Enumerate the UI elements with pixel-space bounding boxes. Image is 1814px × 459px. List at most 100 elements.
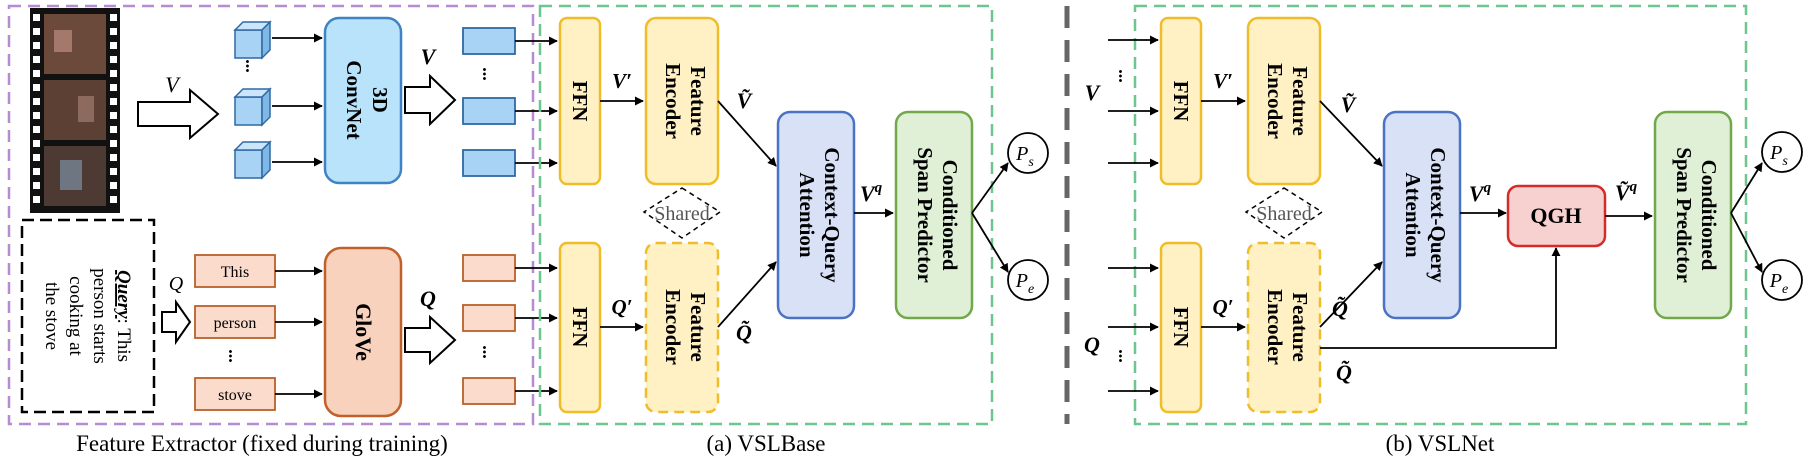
- vslbase-encoder-query-line1: Feature: [686, 292, 710, 362]
- vslnet-vq-tilde-base: Ṽ: [1615, 180, 1632, 205]
- vslnet-ps-sub: s: [1782, 154, 1788, 169]
- vslbase-encoder-query-line2: Encoder: [661, 289, 685, 365]
- vslnet-cqa-block: [1382, 110, 1462, 320]
- vslbase-ffn-video-label: FFN: [568, 81, 592, 122]
- query-line-3: the stove: [41, 282, 62, 350]
- v-input-label: V: [165, 72, 181, 97]
- vslnet-pe: Pe: [1769, 270, 1788, 297]
- vslbase-encoder-video-line1: Feature: [686, 66, 710, 136]
- video-feature-3: [462, 149, 516, 177]
- feature-extractor-caption: Feature Extractor (fixed during training…: [76, 431, 448, 456]
- vslbase-cqa-block: [776, 110, 856, 320]
- vslbase-ps-sub: s: [1028, 155, 1034, 170]
- vslnet-ffn-video-label: FFN: [1169, 81, 1193, 122]
- video-feature-1: [462, 27, 516, 55]
- vslnet-vq-sup: q: [1484, 180, 1492, 196]
- vslnet-q-input: Q: [1084, 332, 1100, 357]
- word-box-person: [194, 305, 276, 339]
- word-person: person: [214, 315, 257, 332]
- vslbase-ps-node: [1007, 132, 1049, 174]
- vslbase-pe-node: [1007, 259, 1049, 301]
- query-line-1: person starts: [89, 268, 110, 364]
- vslnet-csp-block: [1653, 110, 1733, 320]
- vslbase-encoder-query: [644, 241, 720, 414]
- vslnet-q-prime: Q′: [1212, 295, 1233, 319]
- q-hollow-arrow: [161, 298, 192, 346]
- vslnet-pe-base: P: [1769, 270, 1782, 292]
- vslnet-shared-label: Shared: [1256, 203, 1312, 225]
- cube-middle: [233, 87, 272, 127]
- vslnet-q-to-qgh-path: [1320, 247, 1561, 349]
- vslnet-encoder-video-line2: Encoder: [1263, 63, 1287, 139]
- word-feature-ellipsis: ...: [479, 345, 499, 359]
- vslbase-pe: Pe: [1015, 270, 1034, 297]
- vslnet-vq-base: V: [1469, 181, 1486, 206]
- vslbase-ps-base: P: [1015, 143, 1028, 165]
- word-feature-1: [462, 254, 516, 282]
- q-feature-hollow-arrow: [404, 314, 457, 366]
- vslbase-region: [538, 4, 994, 426]
- vslnet-cqa-line1: Context-Query: [1426, 147, 1450, 283]
- vslnet-vq-tilde-sup: q: [1630, 179, 1638, 195]
- vslbase-ps: Ps: [1015, 143, 1034, 170]
- word-feature-3: [462, 377, 516, 405]
- vslnet-ffn-query-label: FFN: [1169, 307, 1193, 348]
- query-colon: : This: [113, 319, 134, 362]
- vslnet-v-tilde: Ṽ: [1341, 92, 1358, 117]
- q-input-label: Q: [169, 273, 184, 295]
- convnet-line-2: ConvNet: [342, 60, 366, 139]
- vslbase-cqa-line1: Context-Query: [820, 147, 844, 283]
- vslnet-v-ellipsis: ...: [1115, 69, 1135, 83]
- vslnet-csp-line1: Conditioned: [1697, 160, 1721, 271]
- vslbase-csp-line1: Conditioned: [938, 160, 962, 271]
- vslnet-v-input: V: [1085, 80, 1102, 105]
- convnet-line-1: 3D: [368, 87, 392, 113]
- vslnet-vq: Vq: [1469, 180, 1492, 206]
- vslnet-ps: Ps: [1769, 142, 1788, 169]
- vslbase-csp-line2: Span Predictor: [913, 147, 937, 283]
- vslnet-q-ellipsis: ...: [1115, 349, 1135, 363]
- glove-block: [323, 246, 403, 418]
- cube-ellipsis: ...: [242, 59, 262, 73]
- word-ellipsis: ...: [225, 349, 245, 363]
- vslbase-pe-base: P: [1015, 270, 1028, 292]
- video-feature-2: [462, 97, 516, 125]
- feature-extractor-region: [7, 4, 535, 426]
- vslnet-v-prime: V′: [1213, 69, 1233, 93]
- query-box: [20, 218, 156, 414]
- vslnet-q-tilde: Q̃: [1332, 296, 1348, 321]
- vslbase-q-tilde: Q̃: [736, 320, 752, 345]
- vslnet-encoder-video-line1: Feature: [1288, 66, 1312, 136]
- vslbase-shared-diamond: [642, 187, 722, 239]
- vslnet-encoder-query-line2: Encoder: [1263, 289, 1287, 365]
- vslnet-qgh-label: QGH: [1530, 203, 1581, 228]
- vslbase-q-prime: Q′: [611, 295, 632, 319]
- v-hollow-arrow: [137, 87, 220, 141]
- vslbase-vq: Vq: [860, 180, 883, 206]
- vslnet-ps-node: [1761, 131, 1803, 173]
- video-feature-ellipsis: ...: [479, 67, 499, 81]
- vslbase-cqa-line2: Attention: [795, 172, 819, 257]
- vslnet-vq-tilde: Ṽq: [1615, 179, 1638, 205]
- vslnet-cqa-line2: Attention: [1401, 172, 1425, 257]
- q-feature-label: Q: [420, 286, 436, 311]
- vslnet-caption: (b) VSLNet: [1386, 431, 1495, 456]
- vslnet-pe-node: [1761, 259, 1803, 301]
- vslbase-v-tilde: Ṽ: [737, 88, 754, 113]
- vslnet-ps-base: P: [1769, 142, 1782, 164]
- word-stove: stove: [218, 387, 252, 404]
- query-label: Query: [113, 270, 134, 319]
- vslbase-ffn-query-label: FFN: [568, 307, 592, 348]
- vslnet-csp-line2: Span Predictor: [1672, 147, 1696, 283]
- vslbase-csp-block: [894, 110, 974, 320]
- query-line-2: cooking at: [65, 276, 86, 356]
- vslnet-q-tilde-bottom: Q̃: [1336, 360, 1352, 385]
- svg-text:Query: This: Query: This: [113, 270, 134, 362]
- vslbase-pe-sub: e: [1028, 282, 1034, 297]
- video-filmstrip: [30, 8, 120, 213]
- vslnet-encoder-query: [1246, 241, 1322, 414]
- word-box-stove: [194, 377, 276, 411]
- vslnet-shared-diamond: [1244, 187, 1324, 239]
- vslnet-region: [1133, 4, 1748, 426]
